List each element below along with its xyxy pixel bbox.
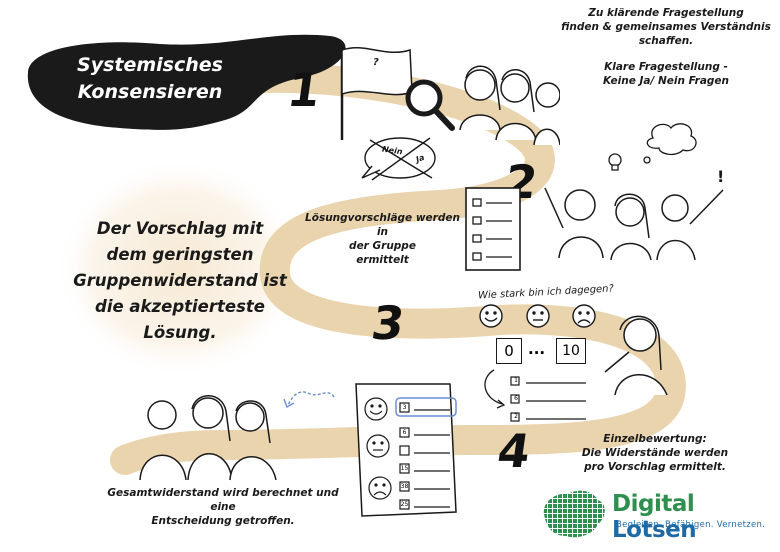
- result-value-1: 3: [402, 404, 407, 411]
- rating-value-1: 1: [514, 377, 518, 384]
- thought-cloud-icon: [643, 123, 697, 164]
- thinking-person: [604, 315, 668, 396]
- logo-name-part-1: Digital: [612, 491, 695, 517]
- step-2-line-2: der Gruppe: [349, 240, 416, 252]
- title-blob: [27, 34, 346, 130]
- step-4-line-1: Einzelbewertung:: [603, 433, 707, 445]
- step-1-line-2: finden & gemeinsames Verständnis schaffe…: [561, 21, 771, 47]
- statement-glow: [55, 158, 305, 378]
- step-1-note: Zu klärende Fragestellung finden & gemei…: [555, 6, 777, 88]
- statement-line-4: die akzeptierteste: [95, 297, 265, 316]
- people-group-3: [139, 395, 277, 481]
- result-line-2: Entscheidung getroffen.: [151, 515, 295, 527]
- step-4-note: Einzelbewertung: Die Widerstände werden …: [560, 432, 750, 474]
- people-group-1: [459, 65, 560, 146]
- scale-dots: ...: [528, 340, 546, 358]
- rating-list: [484, 369, 586, 422]
- statement-line-5: Lösung.: [143, 323, 217, 342]
- scale-min-box: 0: [496, 338, 522, 364]
- logo-map-icon: [543, 490, 605, 538]
- speech-bubble-icon: [361, 137, 436, 181]
- scale-max-box: 10: [556, 338, 586, 364]
- result-value-4: 38: [400, 483, 409, 490]
- step-2-line-1: Lösungvorschläge werden in: [305, 212, 460, 238]
- step-1-illustration: [340, 46, 560, 181]
- result-value-3: 15: [400, 465, 409, 472]
- logo-name-part-2: Lotsen: [612, 517, 697, 543]
- smiley-sad-icon: [368, 476, 392, 500]
- step-2-note: Lösungvorschläge werden in der Gruppe er…: [300, 211, 465, 267]
- title-line-1: Systemisches: [77, 54, 223, 76]
- smiley-neutral-icon: [366, 434, 390, 458]
- lightbulb-icon: [608, 153, 622, 171]
- arrow-icon: [283, 391, 335, 409]
- statement-line-3: Gruppenwiderstand ist: [73, 271, 287, 290]
- result-value-5: 25: [400, 501, 409, 508]
- smiley-neutral-icon: [526, 304, 550, 328]
- step-4-line-3: pro Vorschlag ermittelt.: [584, 461, 726, 473]
- smiley-happy-icon: [364, 397, 388, 421]
- step-2-line-3: ermittelt: [356, 254, 409, 266]
- step-1-line-4: Keine Ja/ Nein Fragen: [602, 75, 730, 87]
- flag-question-mark: ?: [373, 57, 379, 68]
- result-note: Gesamtwiderstand wird berechnet und eine…: [98, 486, 348, 528]
- result-line-1: Gesamtwiderstand wird berechnet und eine: [107, 487, 339, 513]
- result-value-2: 6: [402, 429, 407, 436]
- rating-value-2: 6: [514, 395, 518, 402]
- rating-value-3: 2: [514, 413, 518, 420]
- step-1-line-3: Klare Fragestellung -: [604, 61, 728, 73]
- exclamation-icon: !: [717, 167, 724, 186]
- highlight-outline: [395, 397, 457, 417]
- smiley-sad-icon: [572, 304, 596, 328]
- title-line-2: Konsensieren: [77, 81, 223, 103]
- arrow-icon: [484, 369, 503, 405]
- magnifier-icon: [405, 79, 455, 131]
- logo-name: Digital Lotsen: [612, 491, 780, 543]
- step-4-line-2: Die Widerstände werden: [581, 447, 729, 459]
- statement-line-2: dem geringsten: [106, 245, 254, 264]
- center-statement: Der Vorschlag mit dem geringsten Gruppen…: [62, 216, 298, 346]
- statement-line-1: Der Vorschlag mit: [96, 219, 264, 238]
- logo-tagline: Begleiten. Befähigen. Vernetzen.: [616, 520, 766, 530]
- flag-icon: [340, 46, 413, 140]
- checklist-icon: [465, 187, 521, 271]
- step-2-illustration: !: [544, 123, 724, 260]
- smiley-happy-icon: [479, 304, 503, 328]
- smiley-scale: [479, 304, 596, 328]
- result-card: [355, 383, 457, 517]
- people-group-2: [544, 187, 724, 260]
- page-title: Systemisches Konsensieren: [55, 52, 245, 106]
- step-1-line-1: Zu klärende Fragestellung: [588, 7, 744, 19]
